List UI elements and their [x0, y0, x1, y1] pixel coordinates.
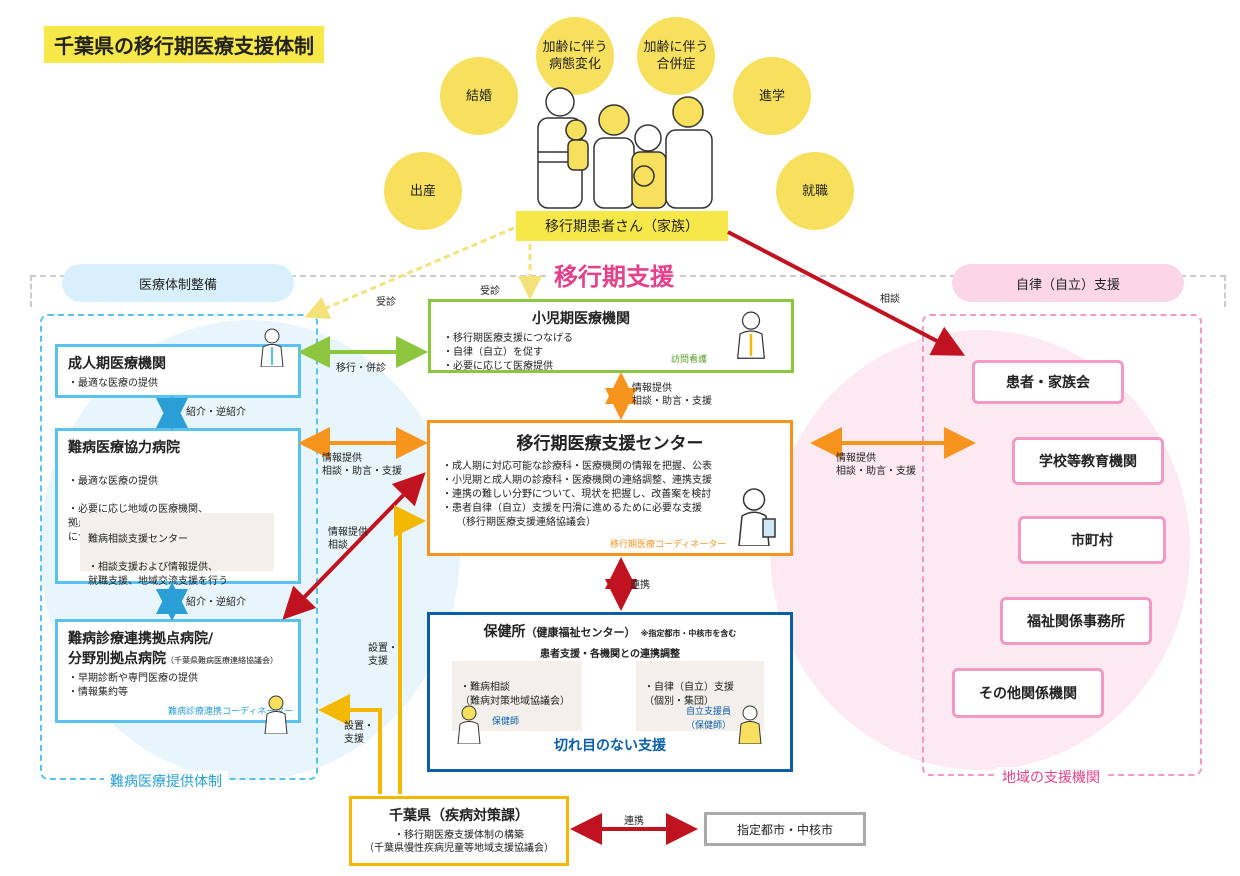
nurse-icon — [457, 705, 481, 744]
support-org-families: 患者・家族会 — [972, 360, 1124, 404]
family-label: 移行期患者さん（家族） — [516, 211, 728, 241]
support-org-others: その他関係機関 — [952, 668, 1104, 718]
pediatric-medical-box: 小児期医療機関 移行期医療支援につなげる 自律（自立）を促す 必要に応じて医療提… — [428, 299, 794, 373]
public-health-nurse: 保健師 — [492, 717, 520, 727]
yellow-arrow-setchi-center — [394, 505, 426, 794]
label-referral-1: 紹介・逆紹介 — [186, 407, 246, 418]
yellow-arrow-setchi-base — [318, 694, 382, 794]
city-box: 指定都市・中核市 — [704, 812, 866, 846]
pediatrician-icon — [736, 311, 766, 359]
label-transfer: 移行・併診 — [336, 363, 386, 374]
health-center-title-sub: （健康福祉センター） — [525, 626, 636, 639]
transition-center-box: 移行期医療支援センター 成人期に対応可能な診療科・医療機関の情報を把握、公表 小… — [427, 420, 793, 556]
pediatric-item: 自律（自立）を促す — [443, 346, 779, 360]
red-arrow-consult — [727, 230, 966, 356]
dashed-arrow-left — [304, 226, 515, 319]
label-referral-2: 紹介・逆紹介 — [186, 597, 246, 608]
label-setchi-2: 設置・ 支援 — [344, 721, 374, 745]
cooperation-item: 最適な医療の提供 — [68, 475, 288, 489]
life-event-complication: 加齢に伴う 合併症 — [637, 17, 715, 95]
independence-supporter: 自立支援員 （保健師） — [686, 707, 732, 731]
hc-right-panel: ・自律（自立）支援 （個別・集団） 自立支援員 （保健師） — [636, 661, 764, 731]
center-note: （移行期医療支援連絡協議会） — [456, 517, 596, 528]
family-illustration — [537, 87, 713, 209]
label-info-base: 情報提供 相談 — [328, 527, 368, 551]
life-event-job: 就職 — [776, 152, 854, 230]
prefecture-item: ・移行期医療支援体制の構築 — [394, 830, 524, 841]
support-org-municipalities: 市町村 — [1018, 516, 1166, 564]
support-org-schools: 学校等教育機関 — [1012, 437, 1164, 485]
label-info-right: 情報提供 相談・助言・支援 — [836, 453, 916, 477]
transition-support-banner: 移行期支援 — [548, 257, 680, 292]
page-title: 千葉県の移行期医療支援体制 — [44, 26, 324, 63]
pediatric-item: 必要に応じて医療提供 — [443, 360, 779, 374]
label-sodan: 相談 — [880, 294, 900, 305]
life-event-birth: 出産 — [384, 152, 462, 230]
base-hospital-title2: 分野別拠点病院 — [68, 651, 166, 667]
prefecture-note: （千葉県慢性疾病児童等地域支援協議会） — [364, 843, 554, 854]
label-info-coop: 情報提供 相談・助言・支援 — [322, 453, 402, 477]
left-section-caption: 難病医療提供体制 — [104, 771, 228, 791]
adult-medical-title: 成人期医療機関 — [68, 356, 166, 372]
right-pill: 自律（自立）支援 — [952, 264, 1184, 302]
seamless-support: 切れ目のない支援 — [554, 738, 666, 754]
label-renkei-1: 連携 — [630, 580, 650, 591]
center-item: 連携の難しい分野について、現状を把握し、改善案を検討 — [442, 488, 778, 502]
right-section-caption: 地域の支援機関 — [996, 767, 1106, 787]
center-coordinator-icon — [738, 488, 776, 546]
city-box-label: 指定都市・中核市 — [736, 822, 833, 837]
red-arrow-base — [282, 472, 426, 620]
consult-center-item: ・相談支援および情報提供、 就職支援、地域交流支援を行う — [88, 562, 228, 587]
base-hospital-note: （千葉県難病医療連絡協議会） — [166, 656, 278, 665]
life-event-condition-change: 加齢に伴う 病態変化 — [536, 17, 614, 95]
intractable-consult-center: 難病相談支援センター ・相談支援および情報提供、 就職支援、地域交流支援を行う — [80, 513, 274, 587]
label-info-ped: 情報提供 相談・助言・支援 — [632, 383, 712, 407]
support-org-welfare: 福祉関係事務所 — [1000, 597, 1152, 645]
base-hospital-title1: 難病診療連携拠点病院/ — [68, 631, 214, 647]
base-item: 情報集約等 — [68, 686, 288, 700]
label-setchi-1: 設置・ 支援 — [368, 643, 398, 667]
health-center-subtitle: 患者支援・各機関との連携調整 — [540, 649, 680, 660]
left-pill: 医療体制整備 — [62, 264, 294, 302]
hc-left-panel: ・難病相談 （難病対策地域協議会） 保健師 — [452, 661, 582, 731]
label-consult-center: 受診 — [480, 286, 500, 297]
health-center-note: ※指定都市・中核市を含む — [640, 629, 737, 638]
consult-center-title: 難病相談支援センター — [88, 534, 188, 545]
label-consult-left: 受診 — [376, 297, 396, 308]
base-coordinator: 難病診療連携コーディネーター — [168, 707, 294, 717]
hc-left-item: ・難病相談 （難病対策地域協議会） — [460, 682, 570, 707]
cooperation-hospital-title: 難病医療協力病院 — [68, 440, 180, 456]
transition-center-title: 移行期医療支援センター — [516, 434, 704, 454]
pediatric-medical-title: 小児期医療機関 — [532, 311, 630, 327]
adult-item: 最適な医療の提供 — [68, 377, 288, 391]
supporter-icon — [738, 705, 762, 744]
life-event-marriage: 結婚 — [440, 57, 518, 135]
label-renkei-2: 連携 — [624, 816, 644, 827]
doctor-icon — [260, 328, 284, 367]
center-item: 患者自律（自立）支援を円滑に進めるために必要な支援 — [442, 502, 778, 516]
transition-coordinator: 移行期医療コーディネーター — [610, 540, 727, 550]
coordinator-icon — [264, 695, 288, 734]
hc-right-item: ・自律（自立）支援 （個別・集団） — [644, 682, 734, 707]
life-event-school: 進学 — [733, 57, 811, 135]
center-item: 小児期と成人期の診療科・医療機関の連絡調整、連携支援 — [442, 474, 778, 488]
base-hospital-box: 難病診療連携拠点病院/ 分野別拠点病院（千葉県難病医療連絡協議会） 早期診断や専… — [55, 619, 301, 723]
pediatric-item: 移行期医療支援につなげる — [443, 332, 779, 346]
prefecture-box: 千葉県（疾病対策課） ・移行期医療支援体制の構築 （千葉県慢性疾病児童等地域支援… — [349, 796, 569, 866]
visiting-nurse-label: 訪問看護 — [671, 355, 708, 365]
health-center-title: 保健所 — [483, 624, 526, 640]
prefecture-title: 千葉県（疾病対策課） — [389, 808, 529, 824]
center-item: 成人期に対応可能な診療科・医療機関の情報を把握、公表 — [442, 460, 778, 474]
base-item: 早期診断や専門医療の提供 — [68, 672, 288, 686]
